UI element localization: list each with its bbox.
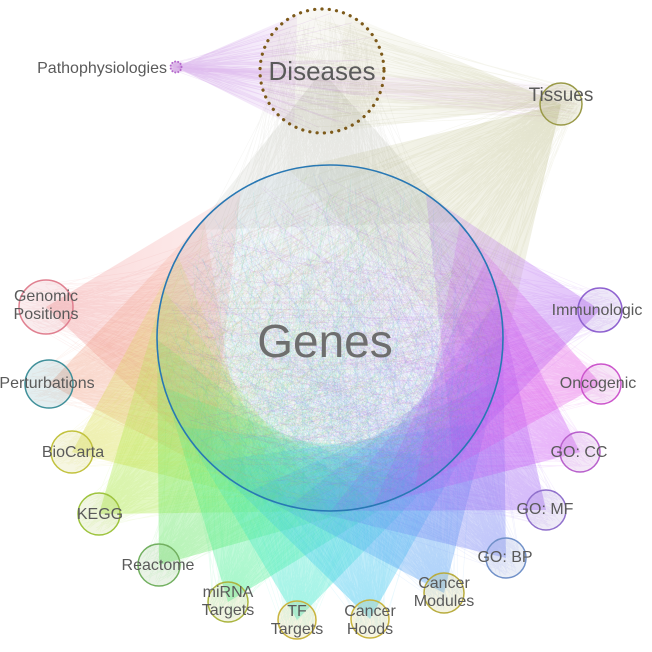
node-oncogenic[interactable] [580, 363, 622, 405]
node-immunologic[interactable] [577, 287, 623, 333]
edge-lines-immunologic-genes [168, 178, 619, 497]
node-genes[interactable] [156, 164, 504, 512]
node-genomic_positions[interactable] [18, 279, 74, 335]
edge-lines-mirna_targets-genes [165, 193, 484, 620]
node-label-oncogenic: Oncogenic [560, 375, 637, 392]
node-perturbations[interactable] [24, 359, 74, 409]
edge-lines-cancer_modules-genes [171, 173, 480, 611]
node-label-biocarta: BioCarta [42, 444, 104, 461]
node-label-go_mf: GO: MF [517, 501, 574, 518]
node-tissues[interactable] [539, 82, 583, 126]
edge-bundle-immunologic-genes [425, 194, 600, 460]
node-label-tissues: Tissues [529, 85, 594, 106]
node-layer [18, 7, 623, 640]
node-kegg[interactable] [77, 492, 121, 536]
node-pathophysiologies[interactable] [169, 60, 183, 74]
edge-lines-biocarta-genes [53, 173, 493, 500]
node-reactome[interactable] [137, 543, 181, 587]
node-label-kegg: KEGG [77, 506, 123, 523]
node-go_mf[interactable] [525, 489, 567, 531]
node-label-mirna_targets: Targets [202, 602, 254, 619]
edge-lines-pathophysiologies-tissues [171, 61, 580, 120]
edge-lines-tf_targets-genes [171, 179, 493, 636]
edge-bundle-pathophysiologies-diseases [176, 14, 298, 127]
edge-lines-pathophysiologies-diseases [171, 13, 380, 129]
node-go_cc[interactable] [559, 431, 601, 473]
node-tf_targets[interactable] [277, 600, 317, 640]
node-label-genomic_positions: Genomic [14, 288, 78, 305]
node-go_bp[interactable] [485, 537, 527, 579]
edge-lines-go_cc-genes [166, 186, 597, 500]
edge-lines-cancer_hoods-genes [166, 188, 481, 636]
node-label-genes: Genes [257, 315, 393, 367]
node-label-go_bp: GO: BP [477, 549, 532, 566]
node-label-cancer_hoods: Cancer [344, 603, 396, 620]
node-biocarta[interactable] [50, 430, 94, 474]
node-label-tf_targets: Targets [271, 621, 323, 638]
node-label-reactome: Reactome [122, 557, 195, 574]
edge-bundle-tissues-diseases [329, 13, 561, 133]
edge-lines-perturbations-genes [28, 179, 492, 502]
edge-lines-tissues-diseases [279, 17, 578, 129]
node-label-pathophysiologies: Pathophysiologies [37, 60, 167, 77]
edge-wedge-layer [46, 13, 601, 620]
edge-line-layer [21, 13, 620, 636]
node-label-tf_targets: TF [287, 603, 307, 620]
edge-lines-reactome-genes [140, 176, 497, 585]
edge-lines-kegg-genes [81, 181, 491, 533]
node-label-genomic_positions: Positions [14, 306, 79, 323]
edge-lines-go_bp-genes [177, 174, 524, 576]
node-mirna_targets[interactable] [207, 581, 249, 623]
label-layer: Genes Diseases PathophysiologiesTissuesGen… [0, 56, 642, 638]
node-label-perturbations: Perturbations [0, 375, 95, 392]
node-diseases[interactable] [258, 7, 386, 135]
node-label-immunologic: Immunologic [552, 302, 643, 319]
node-label-cancer_modules: Cancer [418, 575, 470, 592]
node-label-diseases: Diseases [269, 56, 376, 86]
node-cancer_hoods[interactable] [350, 599, 390, 639]
node-label-go_cc: GO: CC [551, 444, 608, 461]
node-cancer_modules[interactable] [423, 572, 465, 614]
node-label-cancer_hoods: Hoods [347, 621, 393, 638]
node-label-mirna_targets: miRNA [203, 584, 254, 601]
node-label-cancer_modules: Modules [414, 593, 474, 610]
